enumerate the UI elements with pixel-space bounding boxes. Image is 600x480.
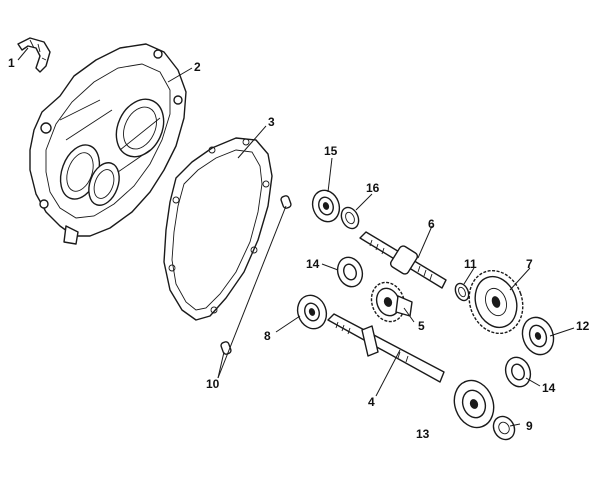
callout-11: 11 — [464, 257, 477, 271]
leader-lines — [17, 47, 575, 427]
part-4-output-shaft — [327, 313, 445, 383]
part-14-bearing-lower — [504, 356, 532, 388]
part-2-transmission-cover — [29, 43, 187, 245]
callout-1: 1 — [8, 56, 15, 70]
callout-14-upper: 14 — [306, 257, 320, 271]
part-16-oil-seal — [340, 206, 360, 230]
part-15-bearing — [311, 189, 341, 223]
part-13-large-bearing — [453, 379, 495, 429]
callout-14-lower: 14 — [542, 381, 556, 395]
callout-4: 4 — [368, 395, 375, 409]
callout-3: 3 — [268, 115, 275, 129]
part-9-oil-seal — [492, 415, 516, 441]
part-10-dowel-pins — [220, 195, 292, 355]
part-11-circlip — [454, 282, 470, 302]
part-1-breather-hose — [17, 37, 51, 73]
part-8-bearing — [296, 294, 328, 330]
callout-12: 12 — [576, 319, 590, 333]
part-7-large-gear — [468, 269, 524, 335]
part-5-gear — [370, 281, 413, 323]
callout-2: 2 — [194, 60, 201, 74]
part-12-bearing — [521, 316, 555, 356]
callout-9: 9 — [526, 419, 533, 433]
callout-5: 5 — [418, 319, 425, 333]
part-3-gasket — [163, 137, 273, 321]
callout-10: 10 — [206, 377, 220, 391]
callout-7: 7 — [526, 257, 533, 271]
part-14-bearing-upper — [336, 256, 364, 288]
part-6-drive-shaft — [359, 231, 447, 289]
callout-labels: 1 2 3 4 5 6 7 8 9 10 11 12 13 14 14 15 1… — [8, 56, 590, 441]
callout-6: 6 — [428, 217, 435, 231]
callout-13: 13 — [416, 427, 430, 441]
callout-15: 15 — [324, 144, 338, 158]
callout-16: 16 — [366, 181, 380, 195]
callout-8: 8 — [264, 329, 271, 343]
